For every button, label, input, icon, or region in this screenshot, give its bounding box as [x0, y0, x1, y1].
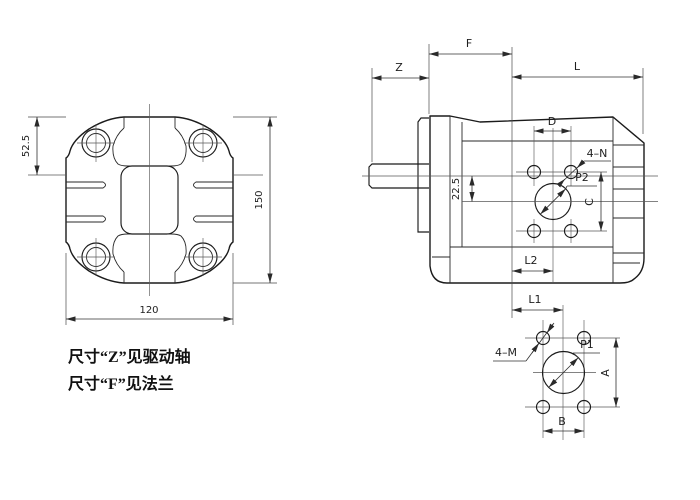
dim-z-text: Z — [395, 61, 403, 74]
notes-block: 尺寸“Z”见驱动轴 尺寸“F”见法兰 — [68, 347, 191, 393]
label-4n-text: 4–N — [587, 147, 608, 160]
front-view: 52.5 150 120 — [21, 104, 277, 325]
bolt-hole — [576, 399, 592, 415]
label-p2-text: P2 — [575, 171, 589, 184]
dim-a-text: A — [599, 369, 612, 377]
bolt-hole — [526, 223, 542, 239]
dim-150-text: 150 — [254, 190, 265, 209]
label-4m-text: 4–M — [495, 346, 517, 359]
bolt-hole — [563, 223, 579, 239]
dim-22-5-text: 22.5 — [451, 178, 462, 200]
dim-52-5-text: 52.5 — [21, 135, 32, 157]
dim-f-text: F — [466, 37, 472, 50]
port-face-view: A B 4–M P1 — [493, 305, 620, 440]
dim-d-text: D — [548, 115, 556, 128]
dim-b-text: B — [558, 415, 566, 428]
label-p1-text: P1 — [580, 338, 594, 351]
bolt-hole — [526, 164, 542, 180]
dim-l2-text: L2 — [524, 254, 537, 267]
dim-c-text: C — [583, 198, 596, 206]
dim-l1-text: L1 — [528, 293, 541, 306]
mounting-flange — [417, 117, 429, 233]
side-view: Z F L D C 22.5 L2 L1 4–N P2 — [362, 37, 658, 318]
bolt-hole — [563, 164, 579, 180]
dim-l-text: L — [574, 60, 581, 73]
mounting-bolt-holes — [77, 124, 222, 276]
note-line-1: 尺寸“Z”见驱动轴 — [68, 347, 191, 366]
bolt-hole — [535, 399, 551, 415]
bolt-hole — [576, 330, 592, 346]
bolt-hole — [535, 330, 551, 346]
dim-120-text: 120 — [139, 305, 158, 316]
pump-side-outline — [429, 115, 645, 284]
port-p1-circle — [541, 350, 586, 395]
note-line-2: 尺寸“F”见法兰 — [68, 374, 174, 393]
